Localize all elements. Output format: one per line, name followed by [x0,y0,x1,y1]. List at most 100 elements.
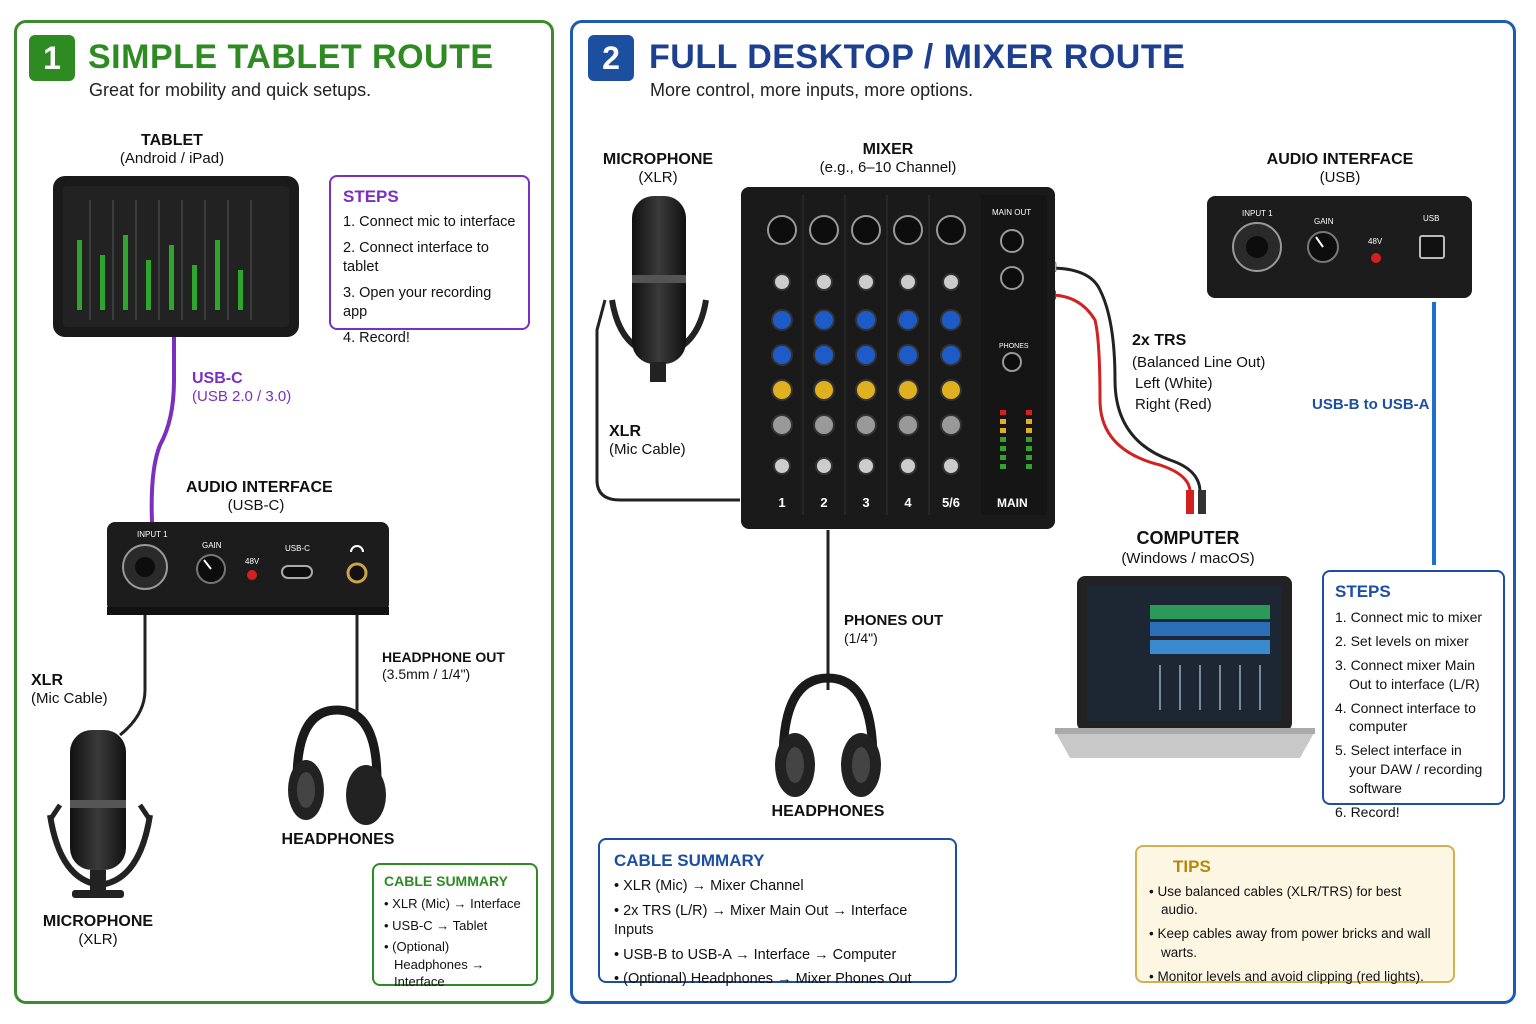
route1-steps-list: 1. Connect mic to interface 2. Connect i… [343,213,516,348]
trs-plug-bottom-white [1198,490,1206,514]
mixer-knob [813,379,835,401]
mixer-knob [855,414,877,436]
mixer-knob [897,379,919,401]
usbc-sub: (USB 2.0 / 3.0) [192,388,292,406]
microphone-2 [609,196,709,382]
microphone-label-1: MICROPHONE (XLR) [38,912,158,949]
microphone-1 [47,730,153,898]
level-meter-led [1026,410,1032,415]
route1-cable-item-text: (Optional) Headphones → Interface [392,939,485,990]
phones-out-title: PHONES OUT [844,612,944,629]
mixer-phones-label: PHONES [999,343,1029,350]
mixer-knob [940,414,962,436]
route1-cable-item: • (Optional) Headphones → Interface [384,939,485,990]
usbc-cable [149,335,176,523]
mixer-knob [940,344,962,366]
route2-step-item: 2. Set levels on mixer [1335,632,1469,649]
mixer-knob [940,379,962,401]
xlr-title-2: XLR [609,423,641,440]
route2-tips-box: TIPS • Use balanced cables (XLR/TRS) for… [1135,845,1455,984]
headphones-title-2: HEADPHONES [771,803,885,820]
mixer-knob [942,273,960,291]
mixer-device [741,187,1055,529]
route1-steps-title: STEPS [343,187,399,206]
usb-b-label: USB-B to USB-A [1312,396,1430,413]
microphone-sub-2: (XLR) [638,169,678,187]
level-meter-led [1026,419,1032,424]
audio-interface-48v-label: 48V [1368,237,1383,246]
mixer-knob [771,379,793,401]
audio-interface-input-label: INPUT 1 [1242,209,1273,218]
route1-step-item: 1. Connect mic to interface [343,214,516,230]
mixer-knob [813,309,835,331]
interface-usbc-port-label: USB-C [285,544,310,553]
route2-number-badge: 2 [588,35,634,81]
audio-interface-gain-label: GAIN [1314,217,1334,226]
headphones-label-2: HEADPHONES [758,802,898,821]
xlr-cable-1 [119,615,147,737]
mixer-channel-number: 1 [778,495,786,510]
route1-cable-item: • XLR (Mic) → Interface [384,896,521,911]
headphones-2 [775,673,881,797]
mixer-knob [815,273,833,291]
xlr-cable-2 [595,299,740,502]
mixer-knob [855,309,877,331]
route2-subtitle: More control, more inputs, more options. [650,80,974,100]
tablet-screen-faders [77,235,243,310]
mixer-knob [899,273,917,291]
mixer-knob [897,344,919,366]
interface-usbc-gain-label: GAIN [202,541,222,550]
mixer-knob [773,273,791,291]
route1-cable-summary-list: • XLR (Mic) → Interface • USB-C → Tablet… [384,895,526,991]
tablet-sub: (Android / iPad) [119,150,225,168]
mixer-channel-number: 4 [904,495,912,510]
xlr-label-2: XLR (Mic Cable) [609,422,686,459]
level-meter-led [1000,419,1006,424]
mixer-knob [855,379,877,401]
route2-tip-item-text: Monitor levels and avoid clipping (red l… [1157,968,1424,984]
route2-tip-item: • Use balanced cables (XLR/TRS) for best… [1149,884,1402,918]
route2-cable-summary-title: CABLE SUMMARY [614,851,765,870]
mixer-channel-number: 3 [862,495,870,510]
headphones-title-1: HEADPHONES [281,831,395,848]
route1-cable-summary-title: CABLE SUMMARY [384,873,508,889]
mixer-channel-number: 2 [820,495,828,510]
route2-step-item: 3. Connect mixer Main Out to interface (… [1335,656,1480,692]
xlr-sub-2: (Mic Cable) [609,441,686,459]
mixer-knob [897,414,919,436]
headphone-out-sub: (3.5mm / 1/4") [382,665,471,682]
route2-cable-summary-list: • XLR (Mic) → Mixer Channel • 2x TRS (L/… [614,877,941,990]
route1-title: SIMPLE TABLET ROUTE [88,38,494,76]
mixer-channel-number: 5/6 [941,495,961,510]
route2-tip-item: • Monitor levels and avoid clipping (red… [1149,968,1424,984]
mixer-knob [771,414,793,436]
interface-usbc-48v-label: 48V [245,557,260,566]
route2-title: FULL DESKTOP / MIXER ROUTE [649,38,1186,76]
audio-interface-title-2: AUDIO INTERFACE [1266,151,1414,168]
mixer-knob [897,309,919,331]
audio-interface-usb-label: USB [1423,214,1440,223]
level-meter-led [1026,428,1032,433]
route1-cable-summary-box: CABLE SUMMARY • XLR (Mic) → Interface • … [372,863,538,989]
microphone-sub-1: (XLR) [78,931,118,949]
microphone-title-2: MICROPHONE [602,151,714,168]
level-meter-led [1000,446,1006,451]
level-meter-led [1000,464,1006,469]
mixer-knob [942,457,960,475]
mixer-knob [815,457,833,475]
computer-sub: (Windows / macOS) [1121,549,1255,567]
mixer-knob [940,309,962,331]
phones-out-label: PHONES OUT (1/4") [844,612,943,647]
route2-cable-summary-box: CABLE SUMMARY • XLR (Mic) → Mixer Channe… [598,838,957,987]
mixer-knob [813,414,835,436]
mixer-input-jack [809,215,839,245]
route1-steps-box: STEPS 1. Connect mic to interface 2. Con… [329,175,530,346]
route1-cable-item-text: XLR (Mic) → Interface [392,896,521,911]
mixer-knob [857,273,875,291]
route1-step-item: 4. Record! [343,329,410,346]
mixer-knob [855,344,877,366]
route2-cable-item-text: XLR (Mic) → Mixer Channel [623,878,804,894]
route2-tips-title: TIPS [1173,857,1211,876]
mixer-main-label: MAIN [997,496,1028,510]
route2-cable-item: • USB-B to USB-A → Interface → Computer [614,946,897,963]
